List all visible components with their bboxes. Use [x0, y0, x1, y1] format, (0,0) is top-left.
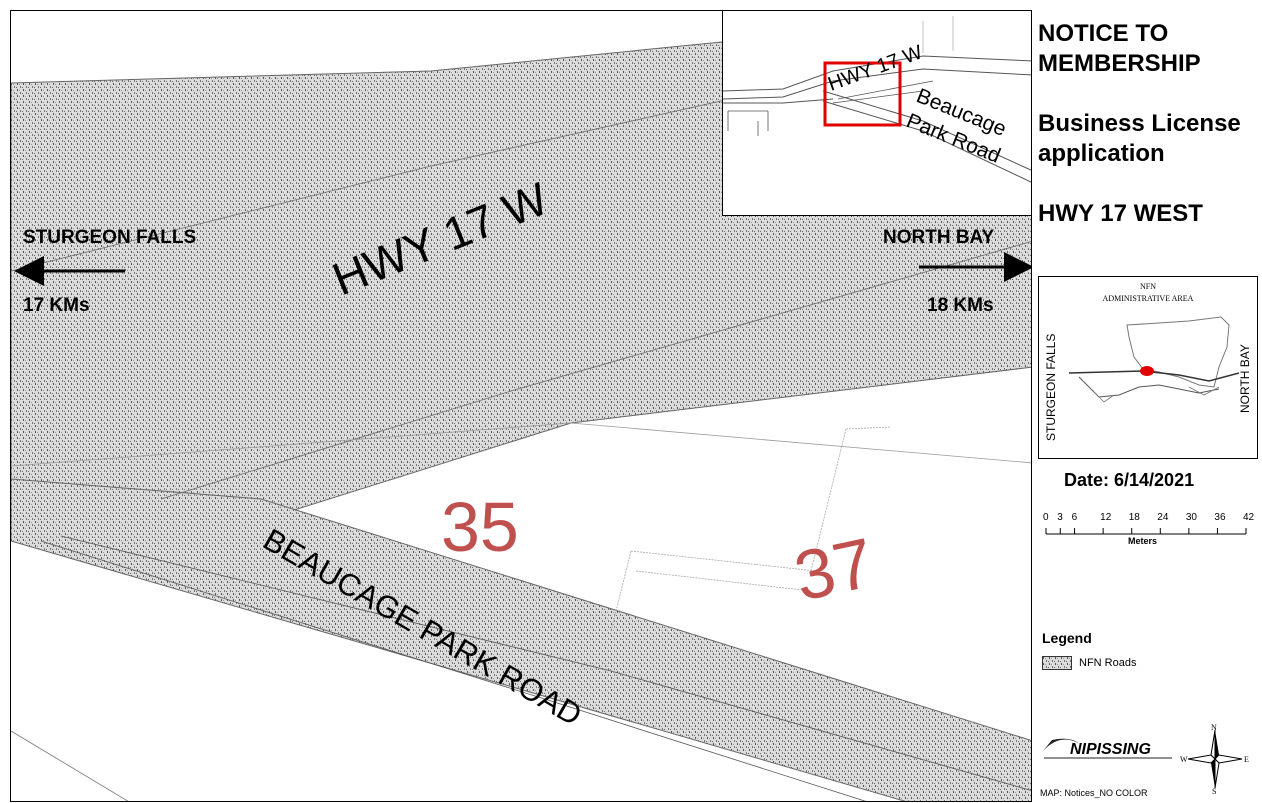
admin-right-label: NORTH BAY [1238, 344, 1252, 413]
notice-title-line2: MEMBERSHIP [1038, 50, 1201, 77]
svg-text:S: S [1212, 787, 1216, 794]
legend-label-nfn-roads: NFN Roads [1079, 657, 1137, 669]
svg-text:W: W [1180, 755, 1188, 764]
scale-tick-label: 30 [1185, 512, 1197, 523]
scale-bar [1045, 528, 1247, 535]
admin-left-label: STURGEON FALLS [1044, 334, 1058, 441]
scale-tick-label: 3 [1057, 512, 1063, 523]
svg-text:NIPISSING: NIPISSING [1070, 741, 1151, 758]
scale-tick-label: 18 [1128, 512, 1140, 523]
lot-37-label: 37 [788, 523, 880, 615]
admin-area-canvas: NFN ADMINISTRATIVE AREA STURGEON FALLS N… [1044, 282, 1252, 441]
notice-subject-line1: Business License [1038, 110, 1241, 137]
north-bay-distance: 18 KMs [927, 295, 994, 316]
administrative-area-inset[interactable]: NFN ADMINISTRATIVE AREA STURGEON FALLS N… [1038, 276, 1258, 459]
notice-subject-line2: application [1038, 140, 1165, 167]
svg-text:E: E [1244, 755, 1249, 764]
beaucage-road-area [11, 478, 1031, 801]
north-bay-direction: NORTH BAY [883, 227, 995, 248]
scale-tick-label: 12 [1100, 512, 1112, 523]
admin-location-marker [1140, 366, 1154, 376]
overview-hwy-label: HWY 17 W [825, 41, 925, 95]
admin-title-2: ADMINISTRATIVE AREA [1103, 294, 1194, 303]
lot-35-label: 35 [441, 488, 519, 566]
compass-rose-icon: N S W E [1180, 724, 1249, 794]
notice-location: HWY 17 WEST [1038, 200, 1203, 227]
map-date: Date: 6/14/2021 [1064, 470, 1195, 490]
scale-unit: Meters [1128, 536, 1158, 546]
nipissing-logo: NIPISSING [1042, 738, 1172, 759]
overview-highlight-box [823, 61, 902, 127]
sturgeon-falls-direction: STURGEON FALLS [23, 227, 197, 248]
scale-tick-label: 0 [1043, 512, 1049, 523]
scale-tick-label: 42 [1243, 512, 1255, 523]
map-footer: MAP: Notices_NO COLOR [1040, 788, 1148, 798]
sturgeon-falls-distance: 17 KMs [23, 295, 90, 316]
legend-swatch-nfn-roads [1042, 656, 1072, 670]
notice-title-line1: NOTICE TO [1038, 20, 1169, 47]
admin-title-1: NFN [1140, 282, 1156, 291]
legend-title: Legend [1042, 630, 1092, 646]
scale-tick-label: 24 [1157, 512, 1169, 523]
overview-inset-map[interactable]: HWY 17 W Beaucage Park Road [722, 10, 1032, 216]
scale-tick-label: 6 [1071, 512, 1078, 523]
scale-tick-label: 36 [1214, 512, 1226, 523]
overview-canvas: HWY 17 W Beaucage Park Road [723, 16, 1031, 183]
svg-text:N: N [1211, 724, 1217, 732]
